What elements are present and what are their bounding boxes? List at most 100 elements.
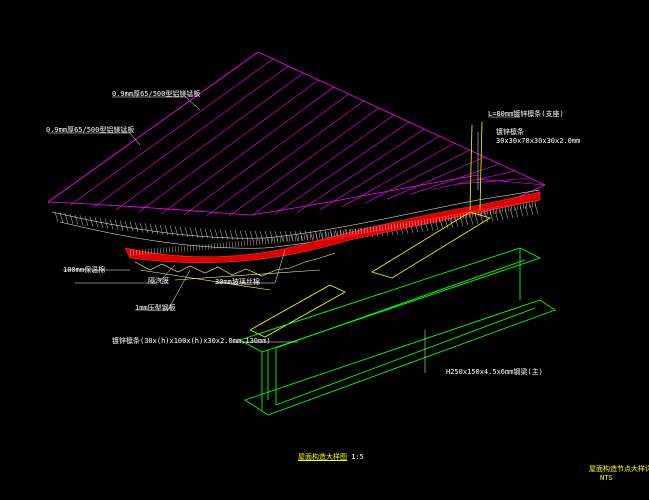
membrane-hatch-line	[516, 204, 519, 211]
membrane-hatch-line	[147, 248, 150, 255]
roof-sheet-ribs	[47, 51, 546, 217]
insulation-hatch-line	[99, 217, 104, 228]
membrane-hatch-line	[141, 249, 144, 256]
membrane-hatch-line	[468, 212, 471, 219]
membrane-hatch-line	[363, 227, 366, 234]
insulation-hatch-line	[114, 219, 119, 230]
insulation-hatch-line	[534, 203, 539, 214]
membrane-hatch-line	[420, 219, 423, 226]
roof-rib	[160, 86, 334, 215]
insulation-hatch-line	[174, 226, 179, 237]
membrane-hatch-line	[441, 216, 444, 223]
label-top-sheet: 0.9mm厚65/500型铝镁锰板	[112, 90, 201, 98]
roof-rib	[319, 135, 440, 211]
insulation-hatch-line	[504, 208, 509, 220]
membrane-hatch-line	[372, 226, 375, 233]
membrane-hatch-line	[438, 216, 441, 223]
drawing-caption: 屋面构造大样图 1:5	[298, 452, 364, 462]
membrane-hatch-line	[303, 234, 306, 241]
membrane-hatch-line	[453, 214, 456, 221]
membrane-hatch-line	[357, 227, 360, 235]
membrane-hatch-line	[504, 206, 507, 213]
membrane-hatch-line	[267, 238, 270, 245]
roof-rib	[138, 79, 319, 213]
purlins	[249, 121, 491, 338]
membrane-hatch-line	[285, 236, 288, 243]
membrane-hatch-line	[204, 243, 207, 250]
membrane-hatch-line	[489, 208, 492, 215]
insulation-hatch-line	[284, 231, 289, 242]
insulation-hatch-line	[189, 227, 194, 238]
insulation-hatch-line	[264, 230, 269, 242]
membrane-hatch-line	[510, 205, 513, 212]
membrane-hatch-line	[138, 249, 141, 256]
membrane-hatch-line	[279, 236, 282, 244]
insulation-hatch-line	[499, 209, 504, 220]
membrane-hatch-line	[198, 244, 201, 251]
membrane-hatch-line	[243, 240, 246, 247]
membrane-hatch-line	[411, 220, 414, 227]
membrane-hatch-line	[402, 221, 405, 229]
membrane-hatch-line	[237, 241, 240, 248]
membrane-hatch-line	[258, 239, 261, 246]
membrane-hatch-line	[132, 249, 135, 256]
insulation-hatch-line	[494, 210, 499, 221]
membrane-hatch-line	[498, 207, 501, 214]
insulation-hatch-line	[294, 230, 299, 242]
membrane-hatch-line	[351, 228, 354, 235]
membrane-hatch-line	[186, 245, 189, 252]
membrane-hatch-line	[222, 242, 225, 249]
insulation-hatch-line	[179, 226, 184, 237]
membrane-hatch-line	[294, 235, 297, 242]
membrane-hatch-line	[153, 248, 156, 255]
membrane-hatch-line	[330, 231, 333, 238]
membrane-hatch-line	[324, 232, 327, 239]
insulation-hatch-line	[449, 217, 454, 228]
membrane-hatch-line	[333, 230, 336, 238]
roof-rib	[228, 107, 380, 217]
insulation-hatch-line	[74, 214, 79, 225]
membrane-hatch-line	[135, 249, 138, 256]
membrane-hatch-line	[423, 218, 426, 225]
insulation-hatch-line	[464, 215, 469, 226]
roof-rib	[342, 142, 455, 208]
insulation-hatch-line	[269, 231, 274, 242]
label-purlin-dims: 30x30x70x30x30x2.0mm	[496, 137, 581, 145]
insulation-hatch-line	[119, 220, 124, 231]
membrane-hatch-line	[246, 240, 249, 247]
membrane-hatch	[129, 201, 537, 257]
membrane-hatch-line	[456, 213, 459, 220]
membrane-hatch-line	[162, 247, 165, 254]
membrane-hatch-line	[312, 233, 315, 240]
membrane-hatch-line	[306, 234, 309, 241]
membrane-hatch-line	[339, 230, 342, 237]
insulation-hatch-line	[129, 221, 134, 232]
label-purlin-secondary: 镀锌檩条(30x(h)x100x(h)x30x2.0mm,130mm)	[112, 337, 271, 345]
roof-rib	[274, 121, 410, 215]
insulation-hatch-line	[479, 213, 484, 224]
membrane-hatch-line	[435, 217, 438, 224]
membrane-hatch-line	[300, 234, 303, 241]
steel-beam	[238, 247, 556, 416]
insulation-hatch-line	[299, 230, 304, 242]
membrane-hatch-line	[240, 240, 243, 247]
membrane-hatch-line	[156, 247, 159, 254]
insulation-hatch-line	[229, 229, 234, 241]
membrane-hatch-line	[366, 226, 369, 233]
insulation-hatch-line	[524, 205, 529, 216]
membrane-hatch-line	[396, 222, 399, 229]
membrane-hatch-line	[207, 243, 210, 250]
membrane-hatch-line	[399, 222, 402, 229]
membrane-hatch-line	[270, 237, 273, 244]
roof-rib	[70, 58, 274, 206]
membrane-hatch-line	[195, 244, 198, 251]
label-membrane: 隔汽膜	[148, 277, 169, 285]
insulation-hatch-line	[304, 230, 309, 241]
membrane-hatch-line	[477, 210, 480, 217]
membrane-hatch-line	[321, 232, 324, 239]
insulation-hatch-line	[159, 224, 164, 235]
leader-lines	[48, 96, 520, 373]
membrane-hatch-line	[381, 224, 384, 231]
membrane-hatch-line	[417, 219, 420, 226]
insulation-hatch-line	[84, 215, 89, 227]
